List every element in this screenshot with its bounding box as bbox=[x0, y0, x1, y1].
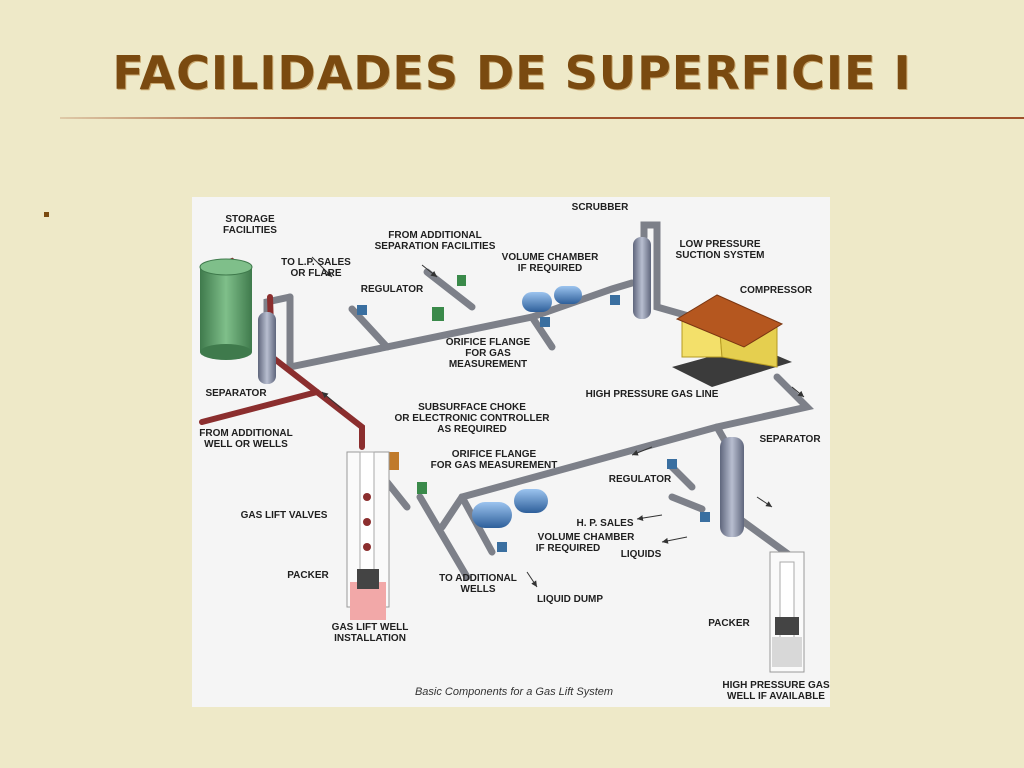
scrubber-vessel bbox=[633, 237, 651, 319]
label-lps-l2: SUCTION SYSTEM bbox=[676, 250, 765, 261]
label-hp-well-l2: WELL IF AVAILABLE bbox=[727, 691, 825, 702]
label-scrubber: SCRUBBER bbox=[572, 202, 629, 213]
label-from-wells-l2: WELL OR WELLS bbox=[204, 439, 288, 450]
label-gas-lift-valves: GAS LIFT VALVES bbox=[241, 510, 328, 521]
label-volume-top-l2: IF REQUIRED bbox=[518, 263, 582, 274]
label-compressor: COMPRESSOR bbox=[740, 285, 813, 296]
label-from-wells-l1: FROM ADDITIONAL bbox=[199, 428, 293, 439]
label-packer-right: PACKER bbox=[708, 618, 750, 629]
label-to-lp-l2: OR FLARE bbox=[290, 268, 341, 279]
label-liquids: LIQUIDS bbox=[621, 549, 662, 560]
label-orifice-mid-l2: FOR GAS MEASUREMENT bbox=[431, 460, 558, 471]
label-orifice-top-l2: FOR GAS bbox=[465, 348, 511, 359]
label-hp-gas-line: HIGH PRESSURE GAS LINE bbox=[586, 389, 719, 400]
label-separator-right: SEPARATOR bbox=[759, 434, 821, 445]
lp-gas-pipes bbox=[263, 221, 814, 581]
label-orifice-top-l1: ORIFICE FLANGE bbox=[446, 337, 531, 348]
label-orifice-mid-l1: ORIFICE FLANGE bbox=[452, 449, 537, 460]
hp-gas-well bbox=[769, 551, 805, 673]
label-hp-well-l1: HIGH PRESSURE GAS bbox=[722, 680, 830, 691]
label-separator-left: SEPARATOR bbox=[205, 388, 267, 399]
title-divider bbox=[60, 117, 1024, 119]
label-storage-l2: FACILITIES bbox=[223, 225, 277, 236]
label-storage-l1: STORAGE bbox=[225, 214, 275, 225]
label-choke-l1: SUBSURFACE CHOKE bbox=[418, 402, 526, 413]
label-volume-mid-l1: VOLUME CHAMBER bbox=[538, 532, 635, 543]
volume-chamber-top bbox=[522, 286, 582, 312]
label-volume-top-l1: VOLUME CHAMBER bbox=[502, 252, 599, 263]
label-gl-well-l2: INSTALLATION bbox=[334, 633, 406, 644]
separator-right-vessel bbox=[720, 437, 744, 537]
label-volume-mid-l2: IF REQUIRED bbox=[536, 543, 600, 554]
label-choke-l2: OR ELECTRONIC CONTROLLER bbox=[395, 413, 551, 424]
label-gl-well-l1: GAS LIFT WELL bbox=[332, 622, 409, 633]
slide-title: FACILIDADES DE SUPERFICIE I bbox=[112, 46, 912, 100]
meter-icons bbox=[357, 275, 710, 552]
bullet-marker bbox=[44, 212, 49, 217]
storage-tank bbox=[199, 258, 253, 360]
label-choke-l3: AS REQUIRED bbox=[437, 424, 506, 435]
volume-chamber-mid bbox=[472, 489, 548, 528]
label-from-sep-l2: SEPARATION FACILITIES bbox=[375, 241, 496, 252]
label-hp-sales: H. P. SALES bbox=[576, 518, 633, 529]
label-to-add-wells-l1: TO ADDITIONAL bbox=[439, 573, 517, 584]
label-regulator-mid: REGULATOR bbox=[609, 474, 672, 485]
label-to-lp-l1: TO L.P. SALES bbox=[281, 257, 351, 268]
gas-lift-diagram: STORAGE FACILITIES TO L.P. SALES OR FLAR… bbox=[192, 197, 830, 707]
label-regulator-top: REGULATOR bbox=[361, 284, 424, 295]
label-lps-l1: LOW PRESSURE bbox=[679, 239, 760, 250]
separator-left-vessel bbox=[258, 312, 276, 384]
diagram-caption: Basic Components for a Gas Lift System bbox=[415, 686, 613, 698]
label-from-sep-l1: FROM ADDITIONAL bbox=[388, 230, 482, 241]
label-liquid-dump: LIQUID DUMP bbox=[537, 594, 603, 605]
compressor-building bbox=[672, 294, 792, 387]
label-orifice-top-l3: MEASUREMENT bbox=[449, 359, 527, 370]
flow-arrows bbox=[311, 256, 805, 588]
label-to-add-wells-l2: WELLS bbox=[461, 584, 496, 595]
label-packer-left: PACKER bbox=[287, 570, 329, 581]
gas-lift-well bbox=[346, 451, 390, 620]
